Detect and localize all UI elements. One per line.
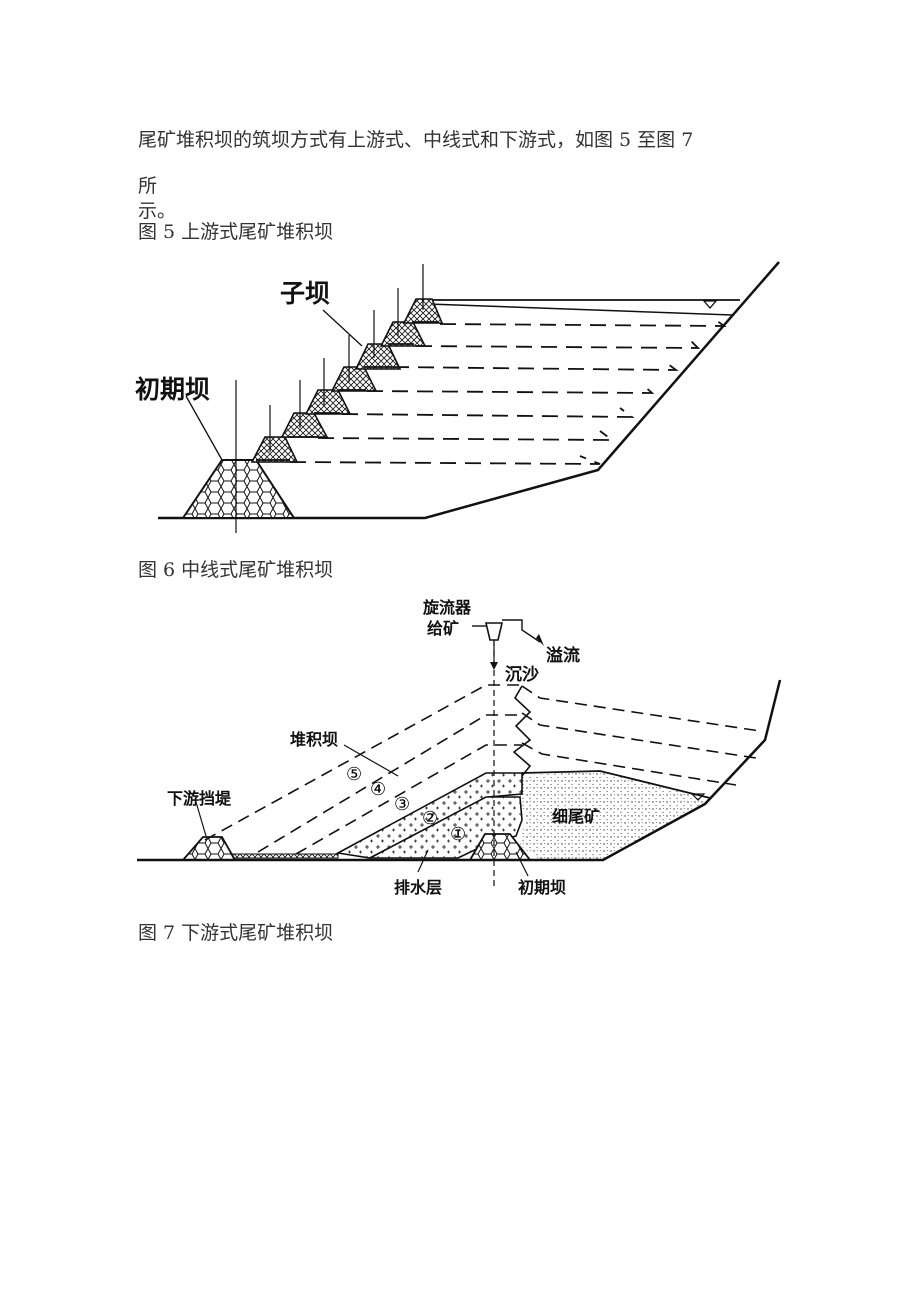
feed-label: 给矿 [427,619,459,638]
figure-5-diagram: 子坝 初期坝 [135,261,780,533]
stage-5-marker: ⑤ [346,764,362,785]
figure-7-caption: 图 7 下游式尾矿堆积坝 [138,922,334,944]
intro-line-3: 示。 [138,200,177,222]
figure-6-caption: 图 6 中线式尾矿堆积坝 [138,559,334,581]
stage-4-marker: ④ [370,779,386,800]
initial-dam-label: 初期坝 [135,375,210,404]
stage-3-marker: ③ [394,794,410,815]
overflow-label: 溢流 [546,645,580,666]
intro-line-2: 所 [138,175,158,197]
intro-line-1: 尾矿堆积坝的筑坝方式有上游式、中线式和下游式，如图 5 至图 7 [138,129,694,151]
figure-5-caption: 图 5 上游式尾矿堆积坝 [138,221,334,243]
downstream-dike-label: 下游挡堤 [167,789,232,808]
stage-2-marker: ② [422,808,438,829]
sub-dam-label: 子坝 [280,279,330,308]
stage-1-marker: ① [450,824,466,845]
initial-dam-label: 初期坝 [518,878,566,897]
fine-tailings-label: 细尾矿 [552,807,600,826]
figure-6-diagram: 旋流器 给矿 溢流 沉沙 堆积坝 下游挡堤 细尾矿 排水层 初期坝 ⑤ ④ ③ … [137,598,782,897]
drain-layer-label: 排水层 [394,878,442,897]
sediment-label: 沉沙 [505,664,539,685]
cyclone-label: 旋流器 [422,598,472,617]
accum-dam-label: 堆积坝 [290,730,338,749]
